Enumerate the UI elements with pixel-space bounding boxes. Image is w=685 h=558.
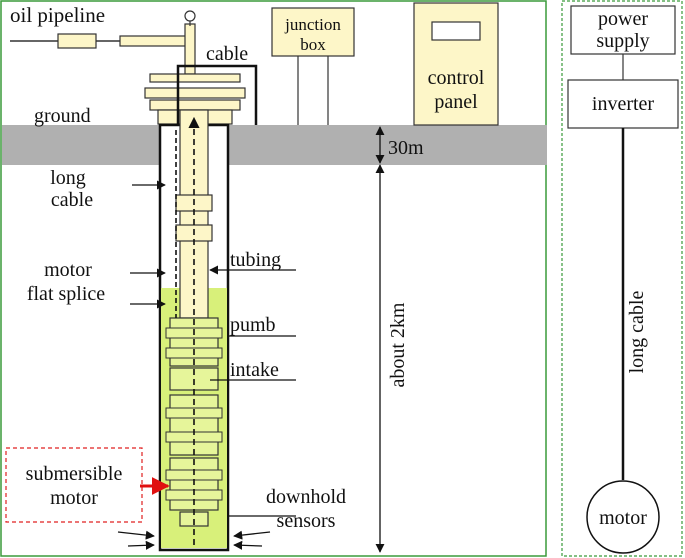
inverter-box: inverter — [567, 79, 679, 129]
inflow-arrows — [117, 530, 271, 550]
submersible-motor-callout-box — [5, 447, 143, 523]
long-cable-label-1: long — [50, 167, 86, 189]
power-supply-label-1: power — [598, 8, 648, 30]
power-supply-box: power supply — [570, 5, 676, 55]
about-2km-label: about 2km — [387, 302, 409, 387]
downhold-sensors-label-1: downhold — [266, 486, 346, 508]
schematic-long-cable-label: long cable — [626, 291, 648, 374]
cable-label: cable — [206, 43, 248, 65]
well-panel-frame — [0, 0, 547, 557]
junction-box: junction box — [271, 7, 355, 125]
control-panel-label-1: control — [428, 67, 485, 89]
inverter-label: inverter — [592, 93, 655, 115]
schematic-panel-frame — [561, 0, 683, 557]
intake-label: intake — [230, 359, 279, 381]
submersible-motor-label-1: submersible — [26, 463, 123, 485]
tubing-label: tubing — [230, 249, 281, 271]
motor-circle: motor — [586, 480, 660, 554]
long-cable-label-2: cable — [51, 189, 93, 211]
ground — [2, 125, 547, 165]
surface-cable — [176, 64, 258, 130]
downhold-sensors-label-2: sensors — [277, 510, 336, 532]
junction-box-label-2: box — [300, 35, 326, 54]
depth-30m-label: 30m — [388, 137, 424, 159]
control-panel: control panel — [413, 2, 499, 126]
junction-box-label-1: junction — [284, 15, 341, 34]
motor-label: motor — [599, 507, 647, 529]
motor-flat-splice-label-2: flat splice — [27, 283, 105, 305]
control-panel-label-2: panel — [434, 91, 478, 113]
pressure-gauge-icon — [184, 10, 196, 22]
motor-flat-splice-label-1: motor — [44, 259, 92, 281]
pumb-label: pumb — [230, 314, 276, 336]
ground-label: ground — [34, 105, 91, 127]
power-supply-label-2: supply — [596, 30, 649, 52]
oil-pipeline-label: oil pipeline — [10, 3, 105, 27]
submersible-motor-label-2: motor — [50, 487, 98, 509]
oil-pipeline — [10, 10, 196, 75]
